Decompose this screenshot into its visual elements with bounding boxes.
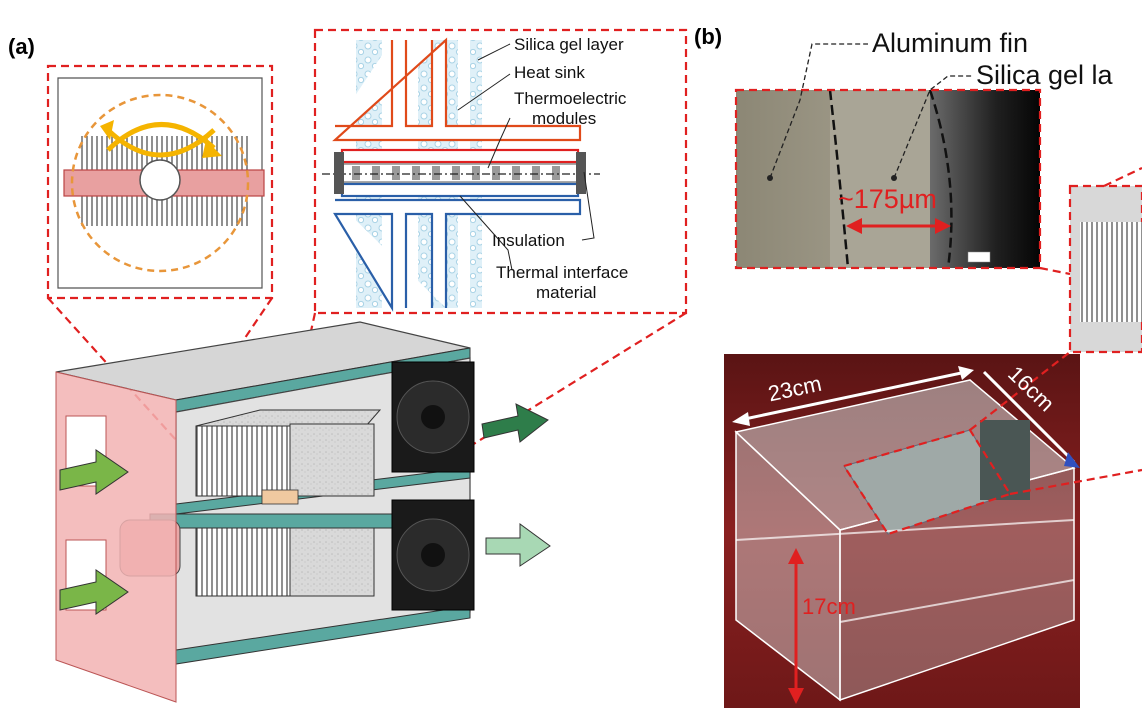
label-heat-sink: Heat sink: [514, 63, 585, 82]
label-insulation: Insulation: [492, 231, 565, 250]
panel-label-a: (a): [8, 34, 35, 59]
sink-photo-partial: [1039, 167, 1142, 354]
label-silica-gel-micro: Silica gel la: [976, 60, 1113, 90]
fan-upper: [391, 361, 475, 473]
orbit-circle: [70, 93, 250, 273]
airflow-out-arrow-hot: [481, 403, 549, 443]
airflow-out-arrow-cool: [485, 523, 551, 567]
micrograph: [734, 43, 1042, 270]
airflow-in-arrow-upper: [59, 449, 129, 495]
label-thermoelectric-1: Thermoelectric: [514, 89, 627, 108]
label-silica-gel-layer: Silica gel layer: [514, 35, 624, 54]
inset-cross-section: [313, 28, 688, 315]
fan-lower: [391, 499, 475, 611]
device-cutaway: [47, 297, 687, 703]
label-thermoelectric-2: modules: [532, 109, 597, 128]
label-tim-2: material: [536, 283, 597, 302]
label-tim-1: Thermal interface: [496, 263, 629, 282]
inset-top-view: [46, 64, 274, 300]
shaft-hub: [139, 159, 181, 201]
device-photo: [724, 351, 1142, 708]
label-dim-height: 17cm: [802, 594, 856, 619]
panel-label-b: (b): [694, 24, 722, 49]
label-aluminum-fin: Aluminum fin: [872, 28, 1029, 58]
label-thickness: ~175µm: [838, 184, 937, 214]
airflow-in-arrow-lower: [59, 569, 129, 615]
